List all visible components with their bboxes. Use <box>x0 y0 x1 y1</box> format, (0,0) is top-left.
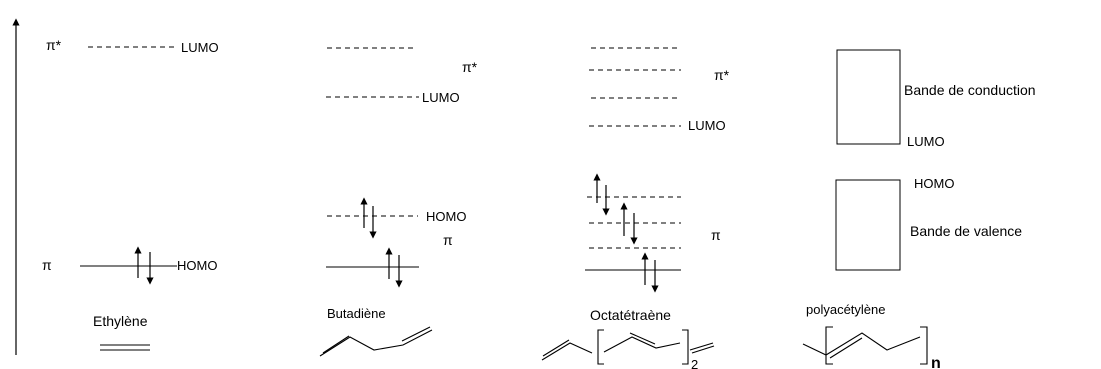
octatetraene-pi-star-label: π* <box>714 67 730 83</box>
conduction-band-label: Bande de conduction <box>904 82 1036 98</box>
butadiene-pi-star-label: π* <box>462 59 478 75</box>
ethylene-structure <box>100 344 150 351</box>
butadiene-structure <box>319 326 433 357</box>
butadiene-column: π* LUMO HOMO π Butadiène <box>319 47 478 357</box>
butadiene-pi-label: π <box>443 232 453 248</box>
octatetraene-repeat-subscript: 2 <box>691 357 698 369</box>
ethylene-column: π* LUMO π HOMO Ethylène <box>42 37 219 351</box>
polyacetylene-structure <box>802 326 928 365</box>
ethylene-pi-label: π <box>42 257 52 273</box>
octatetraene-column: π* LUMO π Octatétraène 2 <box>541 47 730 369</box>
polyacetylene-name: polyacétylène <box>806 302 886 317</box>
octatetraene-name: Octatétraène <box>590 307 671 323</box>
butadiene-name: Butadiène <box>327 306 386 321</box>
conduction-band-box <box>836 49 901 145</box>
valence-band-label: Bande de valence <box>910 223 1022 239</box>
ethylene-pi-star-label: π* <box>46 37 62 53</box>
polyacetylene-column: Bande de conduction LUMO HOMO Bande de v… <box>802 49 1036 369</box>
butadiene-homo-label: HOMO <box>426 209 466 224</box>
octatetraene-lumo-label: LUMO <box>688 118 726 133</box>
octatetraene-structure <box>541 329 715 365</box>
polyacetylene-repeat-subscript: n <box>931 355 941 369</box>
octatetraene-pi-label: π <box>711 227 721 243</box>
ethylene-name: Ethylène <box>93 313 148 329</box>
polyacetylene-homo-label: HOMO <box>914 176 954 191</box>
ethylene-lumo-label: LUMO <box>181 40 219 55</box>
polyacetylene-lumo-label: LUMO <box>907 134 945 149</box>
valence-band-box <box>835 179 901 271</box>
butadiene-lumo-label: LUMO <box>422 90 460 105</box>
ethylene-homo-label: HOMO <box>177 258 217 273</box>
